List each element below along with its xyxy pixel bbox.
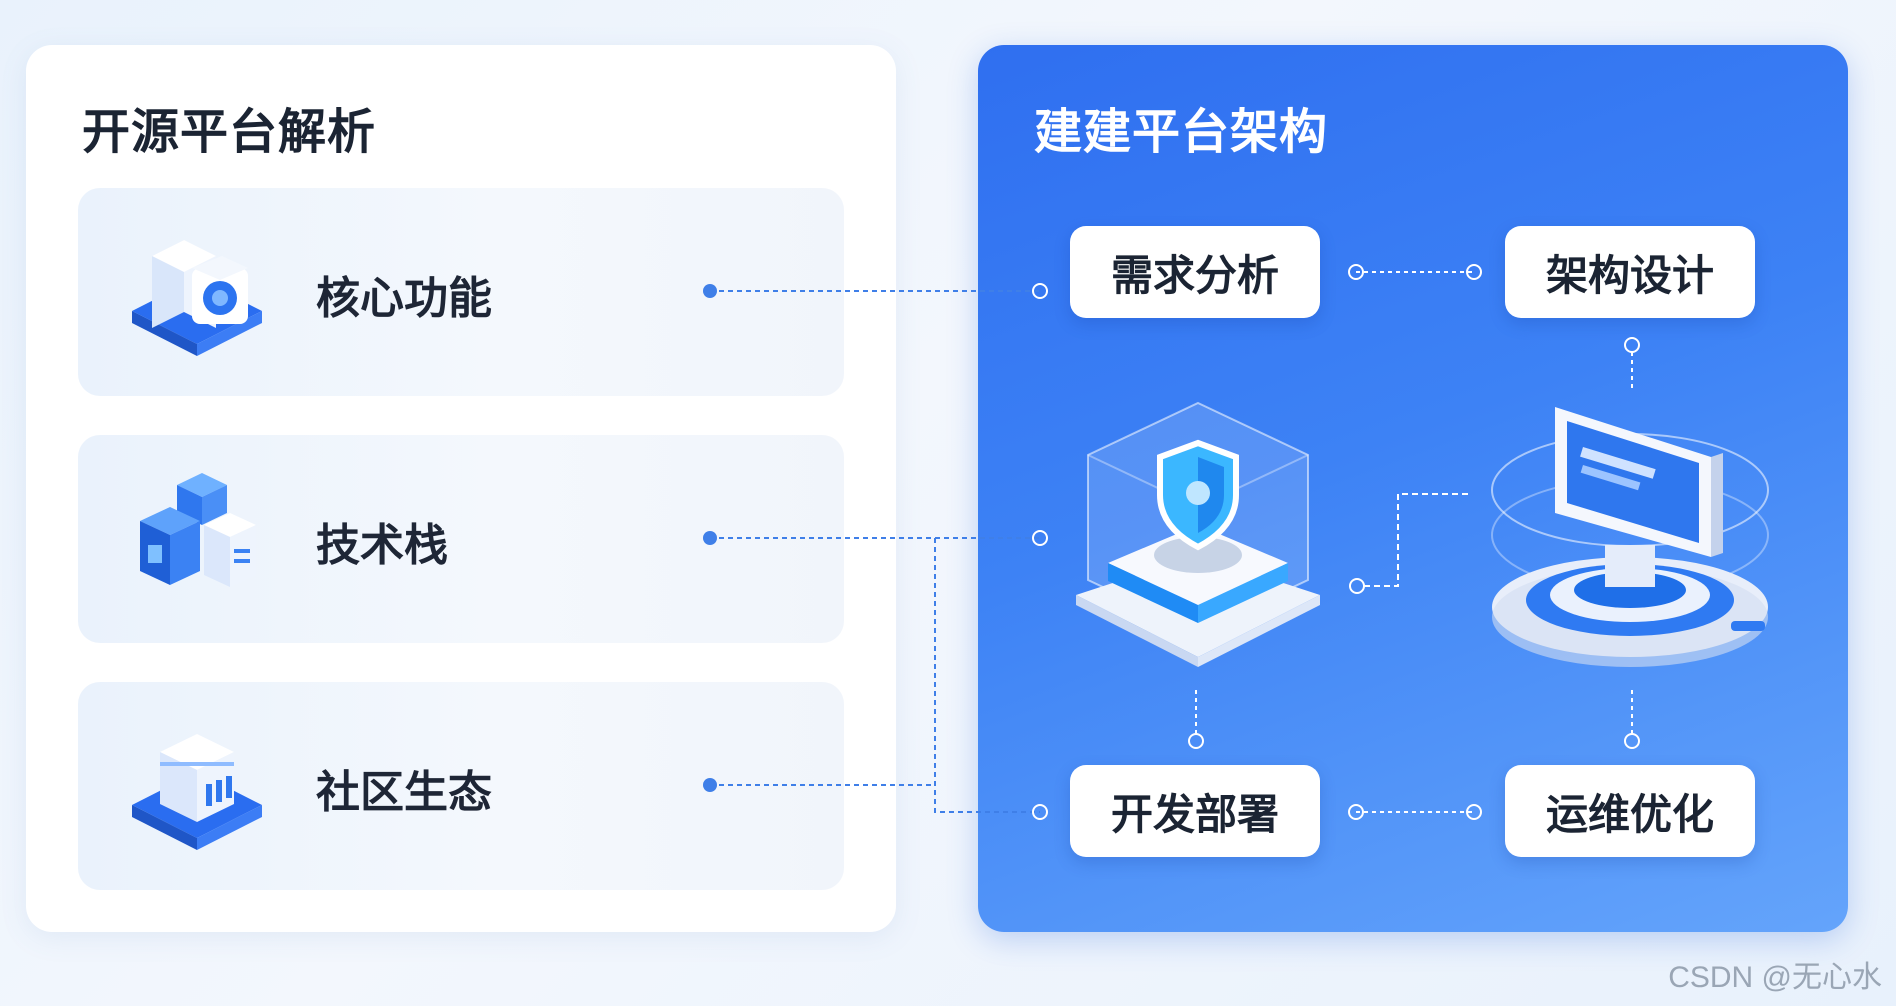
feature-card-tech-stack: 技术栈 (78, 435, 844, 643)
security-shield-platform-icon (1058, 395, 1338, 675)
feature-card-community: 社区生态 (78, 682, 844, 890)
stacked-cubes-icon (122, 463, 272, 613)
step-architecture-design: 架构设计 (1505, 226, 1755, 318)
left-panel-title: 开源平台解析 (82, 104, 377, 160)
watermark: CSDN @无心水 (1668, 961, 1882, 994)
feature-card-core: 核心功能 (78, 188, 844, 396)
building-block-icon (122, 710, 272, 860)
feature-label: 技术栈 (316, 520, 448, 571)
step-operations-optimization: 运维优化 (1505, 765, 1755, 857)
feature-label: 社区生态 (316, 767, 492, 818)
step-requirements-analysis: 需求分析 (1070, 226, 1320, 318)
step-development-deployment: 开发部署 (1070, 765, 1320, 857)
server-block-icon (122, 216, 272, 366)
right-panel-title: 建建平台架构 (1034, 104, 1329, 160)
feature-label: 核心功能 (316, 273, 492, 324)
monitor-platform-icon (1485, 395, 1775, 675)
